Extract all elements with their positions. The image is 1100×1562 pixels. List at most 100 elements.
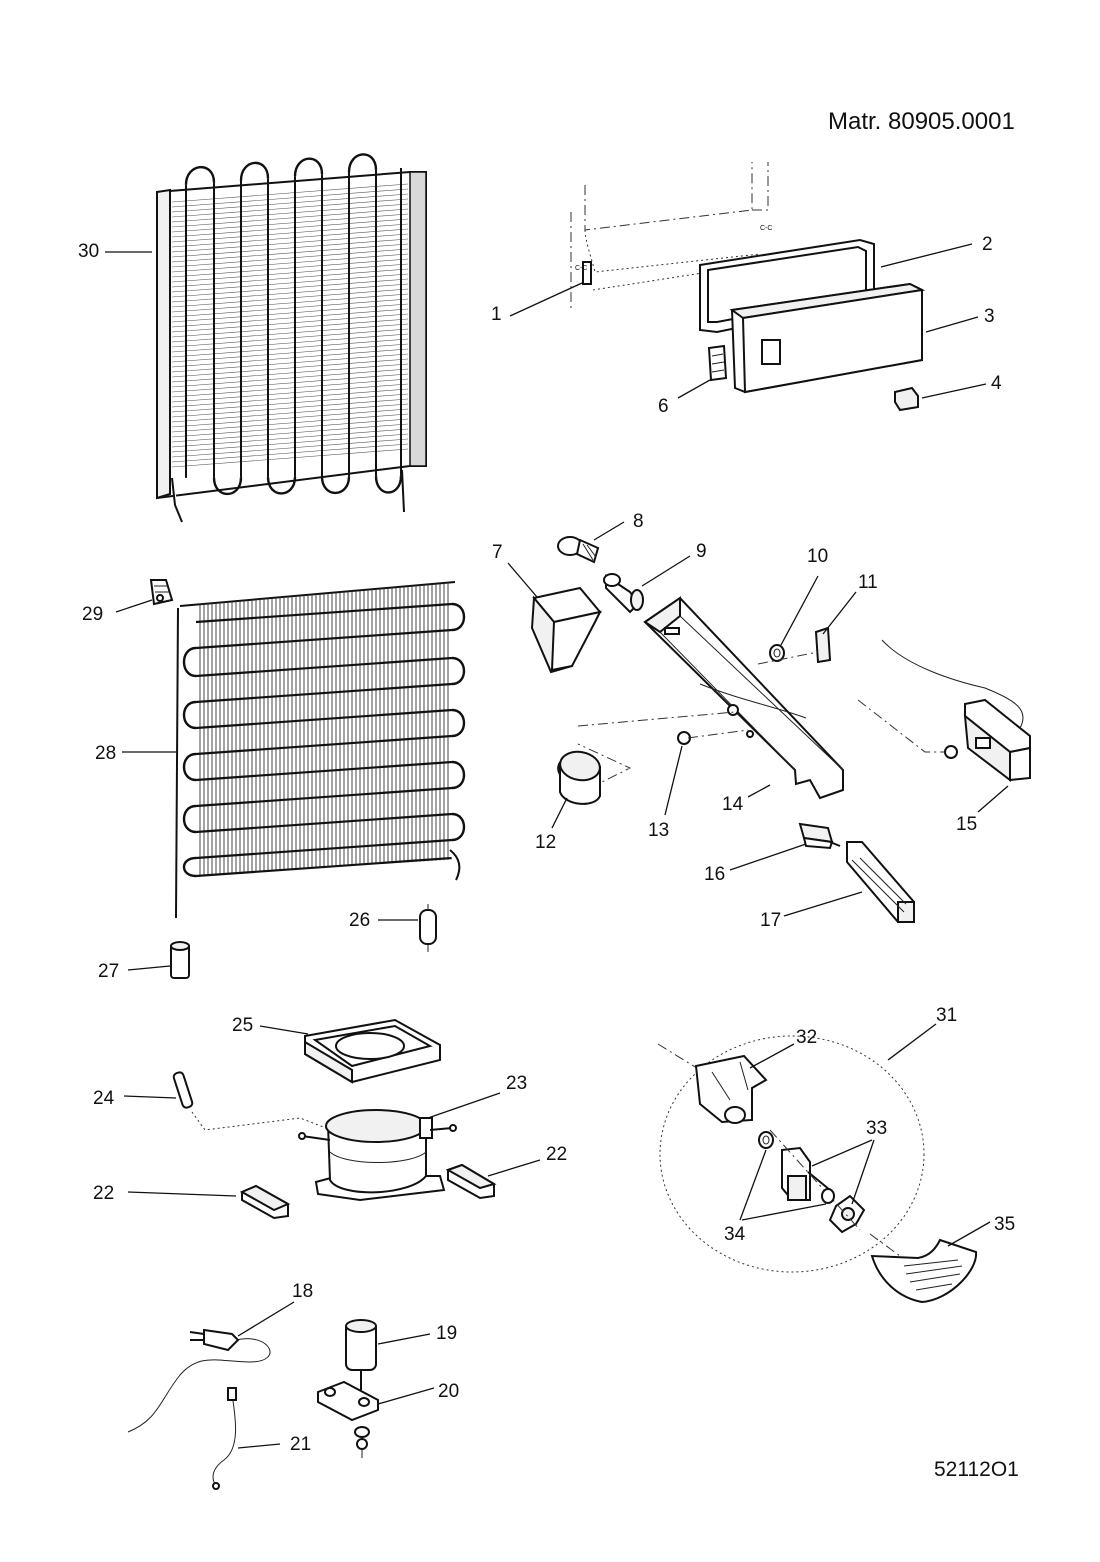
label-27: 27 (98, 961, 119, 982)
part-27-sleeve (170, 941, 190, 979)
material-number: Matr. 80905.0001 (828, 108, 1015, 135)
part-31-fan-detail-circle (657, 1035, 925, 1273)
part-16-switch (798, 822, 841, 850)
part-17-cover (846, 841, 915, 923)
label-33: 33 (866, 1118, 887, 1139)
label-24: 24 (93, 1088, 115, 1109)
label-26: 26 (349, 910, 370, 931)
leader-1 (509, 282, 583, 317)
part-23-compressor (298, 1109, 457, 1202)
leader-31 (887, 1023, 937, 1061)
part-12-knob (557, 711, 736, 805)
leader-29 (115, 599, 153, 613)
part-21-ground-wire (212, 1387, 237, 1490)
leader-4 (921, 383, 987, 399)
leader-34a (739, 1149, 767, 1221)
leader-3 (925, 316, 979, 333)
leader-17 (783, 891, 863, 917)
part-15-thermostat (857, 639, 1031, 783)
leader-11 (822, 591, 857, 635)
label-15: 15 (956, 814, 977, 835)
leader-9 (641, 555, 691, 587)
leader-21 (237, 1443, 281, 1449)
label-2: 2 (982, 234, 993, 255)
label-34: 34 (724, 1224, 746, 1245)
part-28-evaporator (175, 581, 466, 919)
part-3-lamp-cover (729, 282, 926, 394)
part-29-clip (149, 579, 174, 606)
label-23: 23 (506, 1073, 527, 1094)
leader-14 (747, 784, 771, 798)
part-33-fan-motor-and-blade (769, 1129, 866, 1234)
leader-20 (377, 1387, 435, 1405)
leader-25 (259, 1025, 309, 1035)
part-9-lamp-holder (603, 573, 644, 614)
leader-23 (427, 1092, 501, 1119)
label-21: 21 (290, 1434, 311, 1455)
leader-8 (593, 521, 625, 541)
part-22-rubber-block-left (239, 1184, 291, 1220)
part-34-nuts (758, 1131, 835, 1204)
drawing-code: 52112O1 (934, 1458, 1019, 1481)
label-18: 18 (292, 1281, 313, 1302)
part-4-clip (894, 386, 919, 412)
part-25-base-plate (304, 1018, 441, 1084)
part-8-lamp-bulb (557, 536, 600, 564)
label-30: 30 (78, 241, 99, 262)
label-29: 29 (82, 604, 103, 625)
label-3: 3 (984, 306, 995, 327)
label-1: 1 (491, 304, 502, 325)
leader-7 (507, 562, 538, 598)
label-25: 25 (232, 1015, 253, 1036)
part-24-pipe (172, 1071, 327, 1131)
leader-33b (851, 1139, 875, 1205)
leader-6 (677, 379, 711, 399)
leader-2 (880, 243, 973, 268)
label-31: 31 (936, 1005, 957, 1026)
leader-12 (551, 797, 568, 829)
part-6-clip (707, 344, 728, 382)
label-6: 6 (658, 396, 669, 417)
leader-34b (741, 1203, 827, 1221)
label-12: 12 (535, 832, 556, 853)
label-10: 10 (807, 546, 828, 567)
leader-13 (664, 745, 683, 816)
part-30-condenser (156, 153, 427, 523)
leader-24 (123, 1095, 177, 1099)
leader-10 (780, 575, 819, 646)
label-9: 9 (696, 541, 707, 562)
label-32: 32 (796, 1027, 817, 1048)
leader-35 (947, 1221, 991, 1247)
leader-22-left (127, 1191, 237, 1197)
label-4: 4 (991, 373, 1002, 394)
svg-text:C-C: C-C (575, 265, 587, 272)
leader-18 (237, 1301, 295, 1337)
label-17: 17 (760, 910, 781, 931)
label-22-right: 22 (546, 1144, 567, 1165)
label-22-left: 22 (93, 1183, 114, 1204)
label-11: 11 (858, 572, 878, 593)
label-14: 14 (722, 794, 744, 815)
leader-32 (749, 1043, 795, 1069)
part-18-power-cord (127, 1328, 271, 1433)
part-32-motor-bracket (694, 1054, 768, 1124)
leader-16 (729, 843, 807, 871)
label-28: 28 (95, 743, 116, 764)
label-16: 16 (704, 864, 725, 885)
part-13-ring (677, 729, 749, 745)
label-19: 19 (436, 1323, 457, 1344)
leader-27 (127, 965, 171, 971)
part-19-capacitor (345, 1319, 377, 1390)
part-22-rubber-block-right (445, 1163, 497, 1200)
leader-15 (977, 785, 1009, 813)
part-14-housing (643, 596, 844, 800)
leader-33a (811, 1139, 873, 1167)
part-26-filter-drier (419, 904, 437, 952)
leader-22-right (487, 1159, 541, 1177)
part-35-fan-cover (869, 1233, 978, 1304)
leader-19 (377, 1333, 431, 1345)
label-35: 35 (994, 1214, 1015, 1235)
svg-text:C-C: C-C (760, 225, 772, 232)
